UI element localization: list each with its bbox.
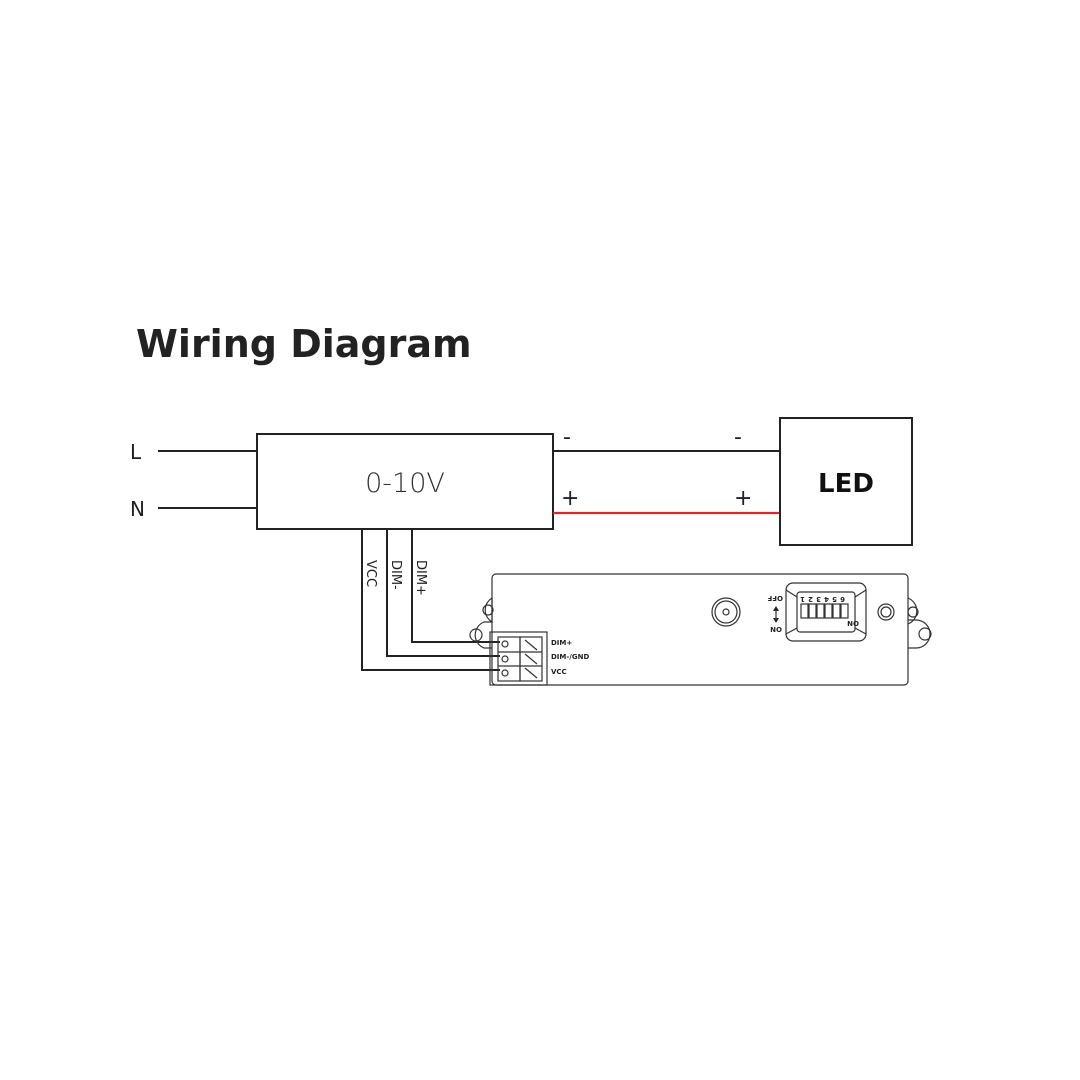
dip-number-4: 4 (824, 595, 829, 603)
driver-label: 0-10V (365, 468, 445, 499)
diagram-title: Wiring Diagram (136, 322, 472, 366)
dip-on-side-label: ON (770, 625, 782, 633)
dim-minus-wire (386, 529, 500, 657)
terminal-dim-plus: DIM+ (551, 639, 572, 647)
led-label: LED (818, 469, 874, 499)
driver-box (256, 433, 554, 530)
led-plus: + (734, 486, 752, 511)
led-minus: - (734, 425, 742, 450)
terminal-block (497, 636, 543, 682)
dip-on-label: ON (847, 619, 859, 627)
line-label: L (130, 440, 142, 464)
dim-plus-wire (411, 529, 500, 643)
dip-number-5: 5 (832, 595, 837, 603)
vcc-wire (361, 529, 500, 671)
updown-arrow-icon (773, 606, 779, 623)
dip-number-3: 3 (816, 595, 821, 603)
driver-plus: + (561, 486, 579, 511)
dip-number-1: 1 (800, 595, 805, 603)
dim-plus-wire-label: DIM+ (413, 560, 428, 596)
dip-number-2: 2 (808, 595, 813, 603)
sensor-module: DIM+ DIM-/GND VCC 6 5 4 3 2 1 ON OFF ON (469, 573, 932, 686)
indicator-led-icon (877, 603, 895, 621)
dip-off-label: OFF (767, 594, 783, 602)
vcc-wire-label: VCC (363, 560, 378, 587)
led-box (779, 417, 913, 546)
terminal-dim-gnd: DIM-/GND (551, 653, 589, 661)
neutral-label: N (130, 497, 145, 521)
sensor-lens-icon (711, 597, 741, 627)
dip-switch[interactable]: 6 5 4 3 2 1 ON (785, 582, 867, 642)
driver-minus: - (563, 425, 571, 450)
dim-minus-wire-label: DIM- (388, 560, 403, 590)
dip-number-6: 6 (840, 595, 845, 603)
terminal-vcc: VCC (551, 668, 567, 676)
